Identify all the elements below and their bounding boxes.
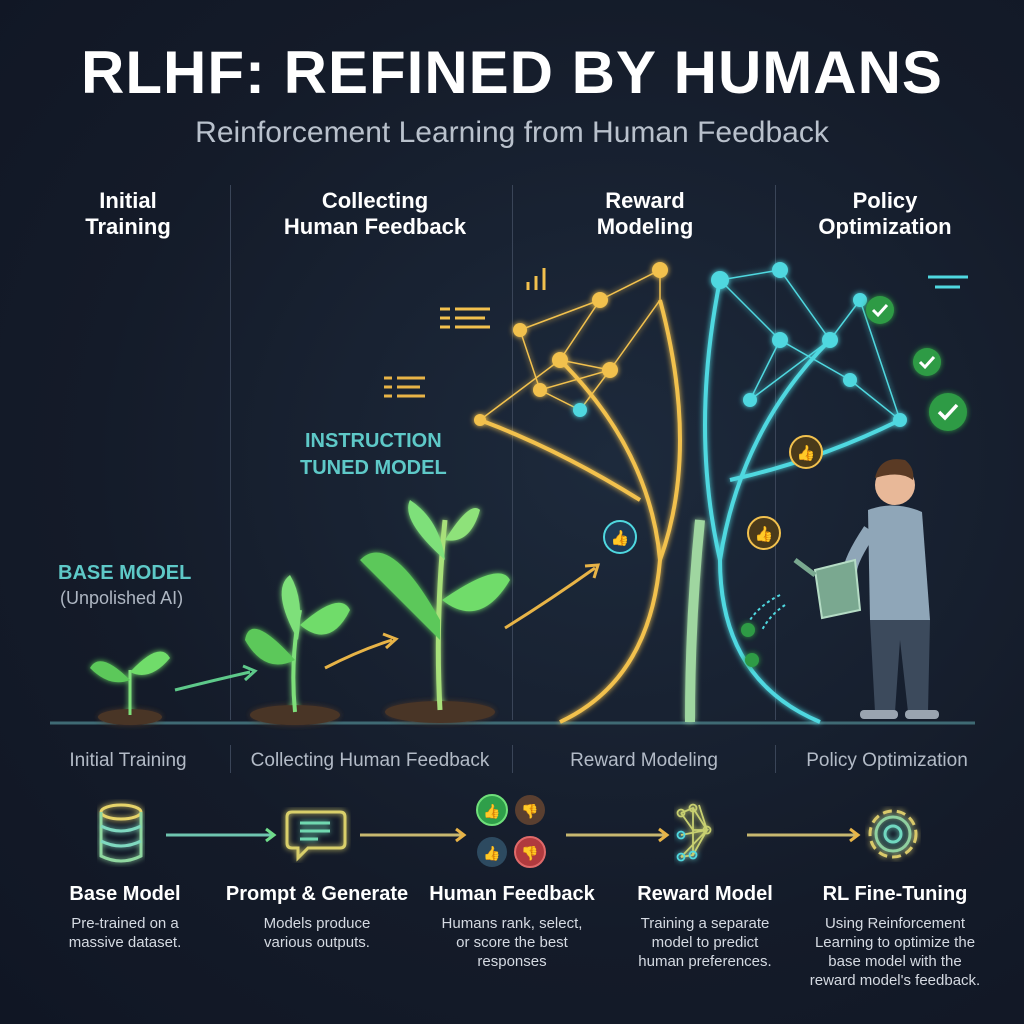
thumbs-up-badges: 👍 👍 👍 <box>603 435 823 554</box>
desc-line: Learning to optimize the <box>814 934 976 951</box>
step-title-prompt-generate: Prompt & Generate <box>225 883 409 905</box>
heading-line: Initial <box>99 188 157 213</box>
step-title-base-model: Base Model <box>69 883 181 905</box>
svg-text:👎: 👎 <box>521 845 538 862</box>
page-title: RLHF: REFINED BY HUMANS <box>81 39 943 106</box>
person-watering-icon <box>749 459 939 719</box>
pipeline-arrows <box>166 827 861 843</box>
step-desc-human-feedback: Humans rank, select, or score the best res… <box>412 914 612 971</box>
svg-text:👍: 👍 <box>483 845 500 862</box>
desc-line: Pre-trained on a <box>71 915 179 932</box>
network-icon <box>676 803 712 862</box>
desc-line: massive dataset. <box>68 934 182 951</box>
desc-line: Humans rank, select, <box>441 915 583 932</box>
column-divider <box>512 185 513 720</box>
desc-line: various outputs. <box>264 934 370 951</box>
column-divider <box>775 185 776 720</box>
chat-bubble-icon <box>285 810 347 862</box>
seedling-icon <box>90 651 170 725</box>
svg-text:👍: 👍 <box>611 529 630 547</box>
desc-line: responses <box>477 953 547 970</box>
column-divider <box>230 185 231 720</box>
base-model-label: BASE MODEL <box>58 562 192 584</box>
check-badges <box>741 296 967 667</box>
desc-line: reward model's feedback. <box>809 972 981 989</box>
desc-line: human preferences. <box>638 953 772 970</box>
stage-label: Collecting Human Feedback <box>250 750 490 771</box>
heading-line: Optimization <box>818 214 952 239</box>
stage-divider <box>512 745 513 773</box>
svg-text:👍: 👍 <box>755 525 774 543</box>
step-desc-prompt-generate: Models produce various outputs. <box>217 914 417 952</box>
stage-label: Reward Modeling <box>570 750 718 771</box>
stage-label: Policy Optimization <box>806 750 968 771</box>
svg-text:👍: 👍 <box>483 803 500 820</box>
text-line-icons <box>384 268 968 398</box>
step-title-rl-fine-tuning: RL Fine-Tuning <box>822 883 968 905</box>
label-line: INSTRUCTION <box>305 430 442 452</box>
base-model-sublabel: (Unpolished AI) <box>60 588 184 608</box>
heading-line: Modeling <box>596 214 694 239</box>
heading-line: Collecting <box>321 188 429 213</box>
desc-line: Training a separate <box>640 915 770 932</box>
desc-line: base model with the <box>828 953 962 970</box>
heading-line: Policy <box>852 188 918 213</box>
desc-line: model to predict <box>651 934 759 951</box>
heading-line: Human Feedback <box>283 214 467 239</box>
svg-text:👍: 👍 <box>797 444 816 462</box>
page-subtitle: Reinforcement Learning from Human Feedba… <box>195 116 829 149</box>
heading-line: Training <box>85 214 171 239</box>
desc-line: Models produce <box>263 915 371 932</box>
instruction-tuned-label: INSTRUCTION TUNED MODEL <box>300 428 447 482</box>
gear-icon <box>868 809 918 859</box>
stage-label: Initial Training <box>69 750 187 771</box>
desc-line: or score the best <box>456 934 568 951</box>
desc-line: Using Reinforcement <box>824 915 966 932</box>
svg-text:👎: 👎 <box>521 803 538 820</box>
label-line: TUNED MODEL <box>300 457 447 479</box>
database-icon <box>99 803 143 863</box>
thumbs-icon: 👍 👎 👍 👎 <box>476 794 546 868</box>
sprout-icon <box>245 575 350 725</box>
step-desc-reward-model: Training a separate model to predict human… <box>605 914 805 971</box>
neural-tree-icon <box>479 268 902 724</box>
young-plant-icon <box>360 500 510 723</box>
step-title-human-feedback: Human Feedback <box>429 883 595 905</box>
stage-divider <box>230 745 231 773</box>
heading-line: Reward <box>605 188 685 213</box>
network-nodes <box>474 262 907 427</box>
step-desc-base-model: Pre-trained on a massive dataset. <box>25 914 225 952</box>
stage-divider <box>775 745 776 773</box>
step-title-reward-model: Reward Model <box>637 883 773 905</box>
growth-arrows <box>174 563 601 692</box>
